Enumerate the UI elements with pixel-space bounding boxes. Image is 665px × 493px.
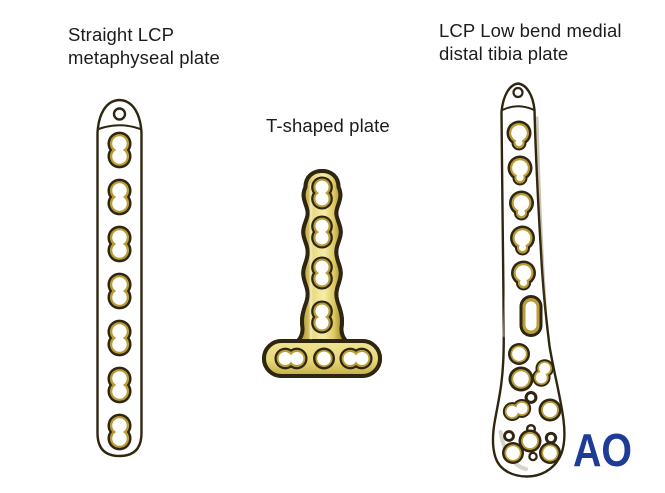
label-line: metaphyseal plate (68, 47, 220, 68)
locking-hole (508, 343, 530, 365)
small-hole (528, 451, 538, 462)
combi-hole (107, 366, 132, 404)
label-line: distal tibia plate (439, 43, 569, 64)
plate-body (491, 82, 566, 478)
combi-hole (107, 225, 132, 263)
combi-hole (107, 272, 132, 310)
combi-hole (107, 319, 132, 357)
plate-neck-line (98, 124, 141, 130)
keyhole-combi-hole (511, 260, 536, 291)
keyhole-combi-hole (509, 190, 534, 221)
ao-logo: AO (573, 424, 632, 476)
combi-hole (107, 131, 132, 169)
combi-hole (274, 347, 308, 370)
tip-hole (112, 107, 127, 121)
label-line: LCP Low bend medial (439, 20, 622, 41)
combi-hole (107, 178, 132, 216)
label-straight-lcp-plate: Straight LCP metaphyseal plate (68, 23, 220, 69)
small-hole (503, 430, 515, 442)
label-t-shaped-plate: T-shaped plate (266, 114, 390, 137)
locking-hole (538, 398, 562, 422)
label-line: Straight LCP (68, 24, 175, 45)
slot-hole (519, 295, 543, 337)
lcp-low-bend-plate-illustration (491, 82, 566, 478)
combi-hole (107, 413, 132, 451)
plate-body (96, 98, 143, 458)
combi-hole (311, 300, 333, 334)
combi-hole (339, 347, 373, 370)
locking-hole (502, 442, 524, 464)
combi-hole (311, 256, 333, 290)
plate-highlight (502, 115, 514, 338)
locking-hole (539, 442, 561, 464)
plate-neck-line (502, 105, 535, 111)
label-line: T-shaped plate (266, 115, 390, 136)
locking-hole (508, 366, 534, 392)
plate-shading (535, 116, 547, 312)
combi-hole (311, 176, 333, 210)
tip-hole (512, 86, 524, 99)
label-lcp-low-bend-plate: LCP Low bend medial distal tibia plate (439, 19, 622, 65)
straight-lcp-plate-illustration (96, 98, 143, 458)
locking-hole (313, 347, 335, 370)
keyhole-combi-hole (510, 225, 535, 256)
t-shaped-plate-illustration (261, 168, 383, 378)
combi-hole (311, 215, 333, 249)
